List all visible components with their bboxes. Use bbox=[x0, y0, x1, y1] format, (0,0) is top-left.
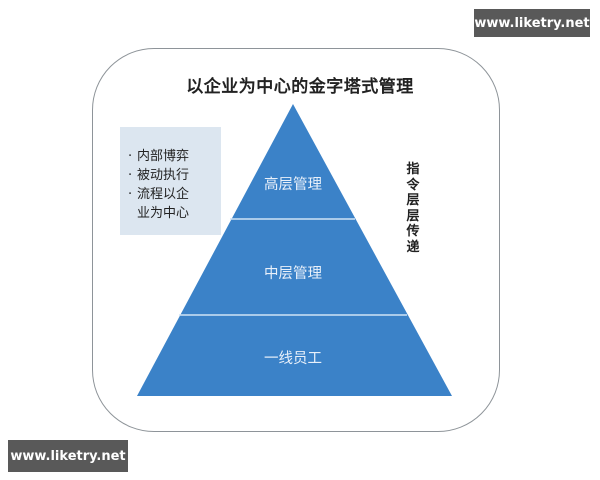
side-label: 指令层层传递 bbox=[406, 162, 420, 255]
notes-box: · 内部博弈 · 被动执行 · 流程以企 业为中心 bbox=[120, 127, 221, 235]
diagram-title: 以企业为中心的金字塔式管理 bbox=[186, 77, 414, 97]
watermark-bottom: www.liketry.net bbox=[8, 440, 128, 472]
tier-middle-label: 中层管理 bbox=[264, 266, 322, 282]
tier-top-label: 高层管理 bbox=[264, 177, 322, 193]
bullet-icon: · bbox=[128, 149, 133, 164]
note-text: 内部博弈 bbox=[137, 149, 190, 164]
note-item: · 流程以企 业为中心 bbox=[128, 185, 221, 223]
bullet-icon: · bbox=[128, 168, 133, 183]
note-text: 被动执行 bbox=[137, 168, 190, 183]
tier-bottom-label: 一线员工 bbox=[264, 351, 322, 367]
note-item: · 内部博弈 bbox=[128, 147, 221, 166]
watermark-top: www.liketry.net bbox=[474, 9, 590, 37]
note-item: · 被动执行 bbox=[128, 166, 221, 185]
pyramid-shape bbox=[137, 104, 452, 396]
note-text: 流程以企 业为中心 bbox=[137, 187, 190, 221]
bullet-icon: · bbox=[128, 187, 133, 202]
